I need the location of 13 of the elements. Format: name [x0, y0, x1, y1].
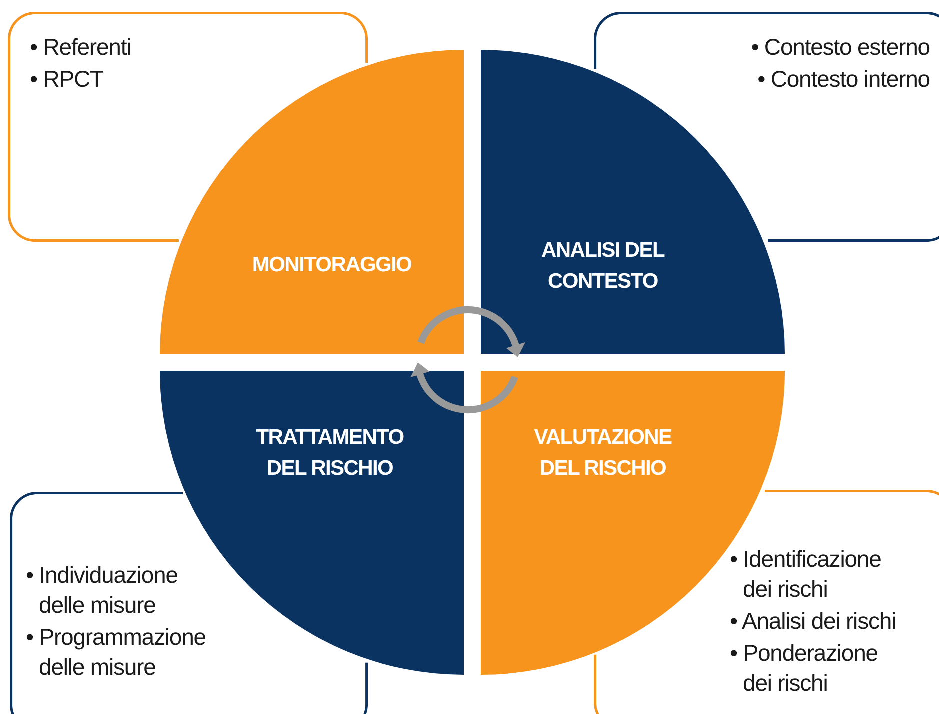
bullet-item: • Identificazione dei rischi	[730, 545, 882, 604]
bullet-item: • Referenti	[30, 33, 132, 62]
bullet-item: • Individuazione delle misure	[26, 561, 179, 620]
quadrant-title: VALUTAZIONE DEL RISCHIO	[533, 425, 673, 482]
bullet-item: • Contesto interno	[756, 65, 930, 94]
bullet-item: • Contesto esterno	[750, 33, 930, 62]
bullet-item: • Programmazione delle misure	[26, 623, 207, 682]
bullet-item: • Ponderazione dei rischi	[730, 639, 879, 698]
quadrant-title: MONITORAGGIO	[251, 252, 413, 278]
quadrant-title: ANALISI DEL CONTESTO	[540, 238, 666, 295]
bullet-item: • Analisi dei rischi	[730, 607, 898, 636]
quadrant-title: TRATTAMENTO DEL RISCHIO	[255, 425, 405, 482]
bullet-item: • RPCT	[30, 65, 104, 94]
